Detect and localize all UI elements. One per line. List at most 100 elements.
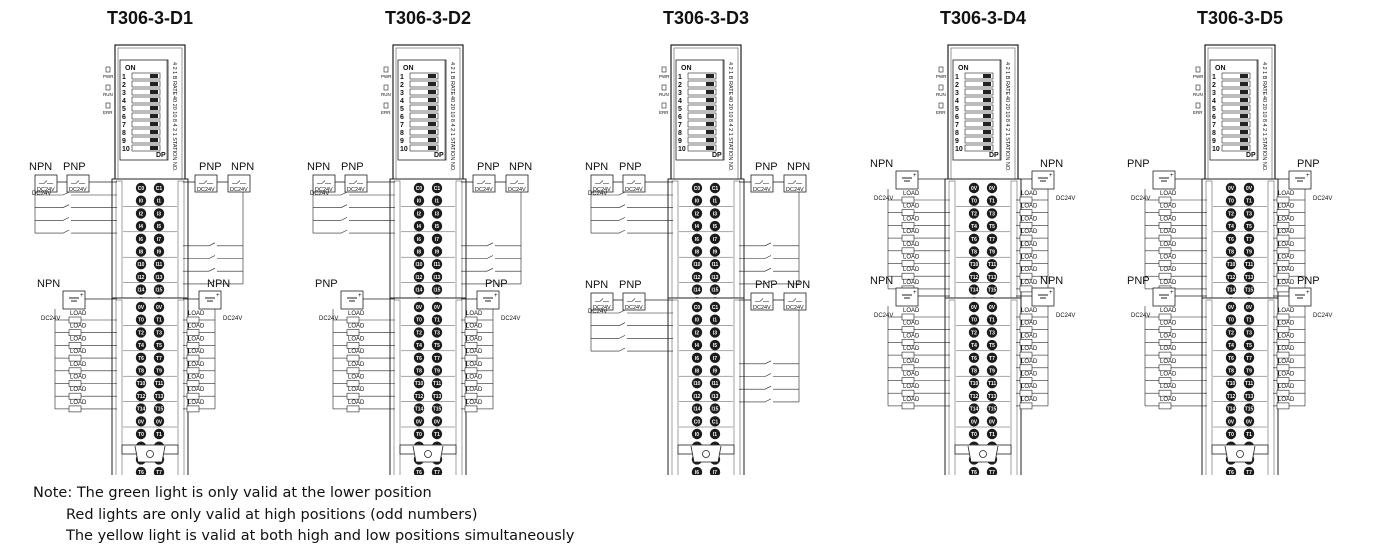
dip-slot [131, 128, 161, 136]
dip-number: 10 [678, 146, 686, 153]
terminal-screw [135, 466, 147, 475]
terminal-label: I15 [712, 407, 719, 413]
load-label: LOAD [903, 204, 920, 210]
terminal-label: T5 [434, 343, 440, 349]
dip-lever [1240, 114, 1248, 118]
dip-lever [706, 138, 714, 142]
terminal-label: I10 [694, 381, 701, 387]
terminal-screw [431, 390, 443, 402]
npn-sensor [783, 292, 807, 311]
dip-dp-label: DP [156, 152, 166, 159]
dip-number: 4 [400, 98, 404, 105]
terminal-label: T12 [1227, 394, 1236, 400]
terminal-label: T15 [155, 407, 164, 413]
load-label: LOAD [348, 336, 365, 342]
output-type-label: NPN [1040, 158, 1063, 170]
output-type-label: NPN [207, 278, 230, 290]
supply-label: DC24V [1056, 196, 1075, 202]
terminal-screw [431, 466, 443, 475]
terminal-label: T0 [971, 199, 977, 205]
load-resistor [186, 392, 200, 400]
input-switch [62, 217, 70, 221]
terminal-screw [413, 378, 425, 389]
terminal-label: T1 [1246, 318, 1252, 324]
terminal-label: T14 [415, 407, 424, 413]
dip-number: 9 [955, 138, 959, 145]
load-resistor [1276, 377, 1290, 384]
load-resistor [901, 377, 915, 384]
terminal-label: T8 [416, 369, 422, 375]
terminal-label: I12 [694, 275, 701, 281]
load-resistor [1019, 364, 1033, 372]
terminal-screw [1243, 365, 1255, 376]
load-resistor [1158, 389, 1172, 397]
load-label: LOAD [466, 375, 483, 381]
terminal-screw [709, 466, 721, 475]
terminal-label: I13 [156, 275, 163, 281]
terminal-screw [431, 259, 443, 270]
supply-label: DC24V [786, 305, 804, 311]
terminal-label: C0 [694, 305, 701, 311]
terminal-screw [431, 246, 443, 257]
terminal-label: 0V [989, 419, 996, 425]
dip-lever [150, 130, 158, 134]
terminal-label: I6 [695, 237, 699, 243]
terminal-label: T14 [1227, 288, 1236, 294]
load-resistor [464, 392, 478, 400]
supply-label: DC24V [593, 305, 611, 311]
dip-lever [1240, 98, 1248, 102]
terminal-label: C0 [694, 186, 701, 192]
dip-number: 6 [1212, 114, 1216, 121]
dip-slot [131, 144, 161, 152]
output-type-label: PNP [485, 278, 508, 290]
terminal-screw [135, 327, 147, 338]
terminal-label: I14 [416, 288, 423, 294]
supply-label: DC24V [1313, 196, 1332, 202]
terminal-screw [135, 195, 147, 206]
note-line-1: Note: The green light is only valid at t… [33, 485, 432, 501]
terminal-label: T10 [415, 381, 424, 387]
dip-slot [964, 128, 994, 136]
terminal-screw [709, 233, 721, 244]
load-label: LOAD [1160, 229, 1177, 235]
dip-slot [687, 128, 717, 136]
dip-number: 8 [400, 130, 404, 137]
terminal-screw [691, 220, 703, 232]
dip-lever [428, 82, 436, 86]
terminal-label: T0 [416, 432, 422, 438]
terminal-screw [986, 352, 998, 363]
load-resistor [1158, 377, 1172, 384]
input-switch [764, 280, 772, 285]
terminal-label: T9 [989, 250, 995, 256]
terminal-label: I7 [713, 356, 717, 362]
terminal-screw [413, 352, 425, 363]
load-label: LOAD [1278, 321, 1295, 327]
terminal-label: T3 [989, 330, 995, 336]
load-resistor [1019, 402, 1033, 410]
terminal-screw [1225, 246, 1237, 257]
terminal-label: 0V [434, 419, 441, 425]
terminal-screw [691, 195, 703, 206]
load-label: LOAD [903, 280, 920, 286]
load-label: LOAD [466, 387, 483, 393]
dip-lever [1240, 90, 1248, 94]
sensor-type-label: NPN [29, 161, 52, 173]
terminal-screw [968, 182, 980, 194]
load-label: LOAD [1278, 384, 1295, 390]
load-resistor [1019, 339, 1033, 346]
terminal-label: I6 [695, 356, 699, 362]
terminal-screw [1243, 301, 1255, 313]
load-resistor [1019, 285, 1033, 293]
terminal-screw [986, 301, 998, 313]
terminal-label: T0 [971, 318, 977, 324]
right-power-supply [1288, 287, 1312, 307]
supply-label: DC24V [753, 187, 771, 193]
terminal-screw [709, 246, 721, 257]
supply-label: DC24V [874, 196, 893, 202]
terminal-screw [968, 339, 980, 351]
terminal-label: I3 [713, 211, 717, 217]
